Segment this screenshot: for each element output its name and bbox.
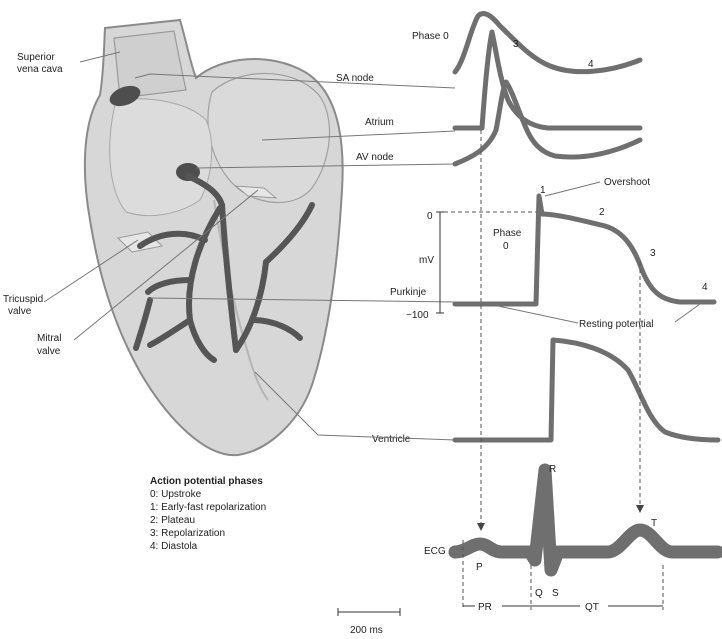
purkinje-label: Purkinje [390,287,427,298]
mv-top-tick-label: 0 [427,211,433,222]
mv-bottom-tick-label: −100 [406,310,429,321]
legend-item: 3: Repolarization [150,528,225,539]
phase0-num-label: 0 [503,241,509,252]
ecg-label: ECG [424,546,446,557]
heart-illustration [85,20,343,455]
phases-legend: Action potential phases 0: Upstroke 1: E… [150,476,266,552]
overshoot-leader [545,182,600,196]
ecg-p-label: P [476,562,483,573]
phase0-top-label: Phase 0 [412,31,449,42]
ventricle-label: Ventricle [372,434,411,445]
ecg-q-label: Q [535,588,543,599]
mitral-valve-label-line2: valve [37,346,61,357]
phase3-label: 3 [650,248,656,259]
legend-item: 1: Early-fast repolarization [150,502,266,513]
phase2-label: 2 [599,207,605,218]
superior-vena-cava-label-line2: vena cava [17,64,63,75]
phase0-word-label: Phase [493,228,522,239]
phase1-label: 1 [540,185,546,196]
mv-unit-label: mV [419,255,434,266]
resting-leader-left [498,306,578,323]
ecg-s-label: S [552,588,559,599]
atrium-label: Atrium [365,117,394,128]
legend-item: 2: Plateau [150,515,195,526]
mitral-valve-label: Mitral [37,333,61,344]
scale-bar-label: 200 ms [350,625,383,636]
qt-interval-label: QT [585,602,599,613]
purkinje-ap-panel: 0 −100 mV 1 2 3 4 Overshoot Phase 0 Rest… [406,177,714,330]
legend-title: Action potential phases [150,476,263,487]
phase4-label: 4 [702,282,708,293]
legend-item: 4: Diastola [150,541,198,552]
atrium-trace [455,32,640,128]
resting-potential-label: Resting potential [579,319,654,330]
superior-vena-cava-label: Superior [17,52,55,63]
legend-item: 0: Upstroke [150,489,202,500]
ecg-r-label: R [549,464,556,475]
av-node-label: AV node [356,152,394,163]
time-scale-bar [338,608,400,616]
resting-leader-right [675,304,700,322]
overshoot-label: Overshoot [604,177,650,188]
ecg-t-label: T [651,518,657,529]
phase4-top-label: 4 [588,59,594,70]
timing-arrows [477,130,644,531]
tricuspid-valve-label: Tricuspid [3,294,43,305]
ecg-trace [455,470,718,570]
sa-node-trace [455,14,640,72]
phase3-top-label: 3 [513,39,519,50]
tricuspid-valve-label-line2: valve [8,306,32,317]
right-atrium-chamber [110,99,212,216]
ventricle-trace [455,340,718,440]
pr-interval-label: PR [478,602,492,613]
